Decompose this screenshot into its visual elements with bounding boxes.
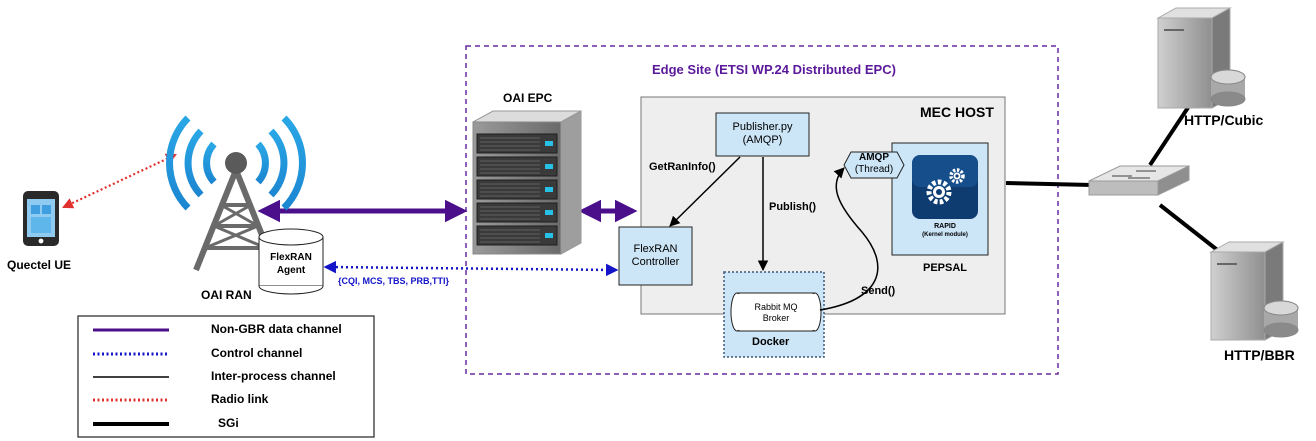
pepsal-label: PEPSAL xyxy=(923,262,968,274)
send-label: Send() xyxy=(861,285,896,297)
flexran-controller-label: FlexRAN Controller xyxy=(619,243,692,269)
sgi-link-bbr xyxy=(1158,203,1227,258)
legend-label-sgi: SGi xyxy=(218,416,239,430)
flexran-controller-line2: Controller xyxy=(631,256,680,268)
docker-label: Docker xyxy=(752,336,790,348)
rapid-line1: RAPID xyxy=(934,223,956,230)
radio-link xyxy=(62,153,177,209)
control-params-label: {CQI, MCS, TBS, PRB,TTI} xyxy=(338,276,450,286)
server-icon-bbr xyxy=(1209,241,1299,341)
sgi-link-mec xyxy=(1005,181,1093,187)
flexran-controller-line1: FlexRAN xyxy=(633,243,678,255)
amqp-thread-line2: (Thread) xyxy=(854,164,894,175)
flexran-agent-line1: FlexRAN xyxy=(270,252,312,263)
publisher-box xyxy=(715,112,810,157)
getraninfo-arrow xyxy=(669,156,741,227)
legend-label-control: Control channel xyxy=(211,346,303,360)
publisher-label: Publisher.py (AMQP) xyxy=(716,121,809,147)
http-cubic-label: HTTP/Cubic xyxy=(1184,112,1264,128)
rabbitmq-line2: Broker xyxy=(762,313,790,323)
epc-rack-icon xyxy=(472,110,582,255)
switch-icon xyxy=(1088,165,1190,196)
legend-label-radio: Radio link xyxy=(211,392,269,406)
edge-site-title: Edge Site (ETSI WP.24 Distributed EPC) xyxy=(652,62,896,77)
rabbitmq-line1: Rabbit MQ xyxy=(754,302,798,312)
cell-tower-icon xyxy=(166,115,306,272)
control-channel-link xyxy=(323,260,619,277)
publisher-line1: Publisher.py xyxy=(732,121,793,133)
mec-host-title: MEC HOST xyxy=(920,104,994,120)
phone-icon xyxy=(23,191,59,246)
getraninfo-label: GetRanInfo() xyxy=(649,161,716,173)
ue-label: Quectel UE xyxy=(7,258,72,272)
publisher-line2: (AMQP) xyxy=(742,134,783,146)
flexran-controller-box xyxy=(618,226,693,286)
send-arrow xyxy=(819,167,879,311)
publish-label: Publish() xyxy=(769,201,817,213)
http-bbr-label: HTTP/BBR xyxy=(1224,347,1295,363)
rabbitmq-label: Rabbit MQ Broker xyxy=(737,302,815,324)
server-icon-cubic xyxy=(1156,7,1246,109)
legend-label-data: Non-GBR data channel xyxy=(211,322,342,336)
gear-icon xyxy=(912,155,978,219)
amqp-thread-hexagon xyxy=(843,151,905,179)
rapid-label: RAPID (Kernel module) xyxy=(906,223,984,239)
oai-epc-label: OAI EPC xyxy=(503,91,553,105)
amqp-thread-line1: AMQP xyxy=(859,152,889,163)
flexran-agent-label: FlexRAN Agent xyxy=(259,251,323,277)
oai-ran-label: OAI RAN xyxy=(201,288,252,302)
flexran-agent-line2: Agent xyxy=(276,265,306,276)
rabbitmq-cylinder xyxy=(730,292,822,332)
legend-label-interprocess: Inter-process channel xyxy=(211,369,336,383)
amqp-thread-label: AMQP (Thread) xyxy=(844,152,904,176)
rapid-line2: (Kernel module) xyxy=(922,232,968,238)
flexran-agent-cylinder xyxy=(258,228,324,295)
